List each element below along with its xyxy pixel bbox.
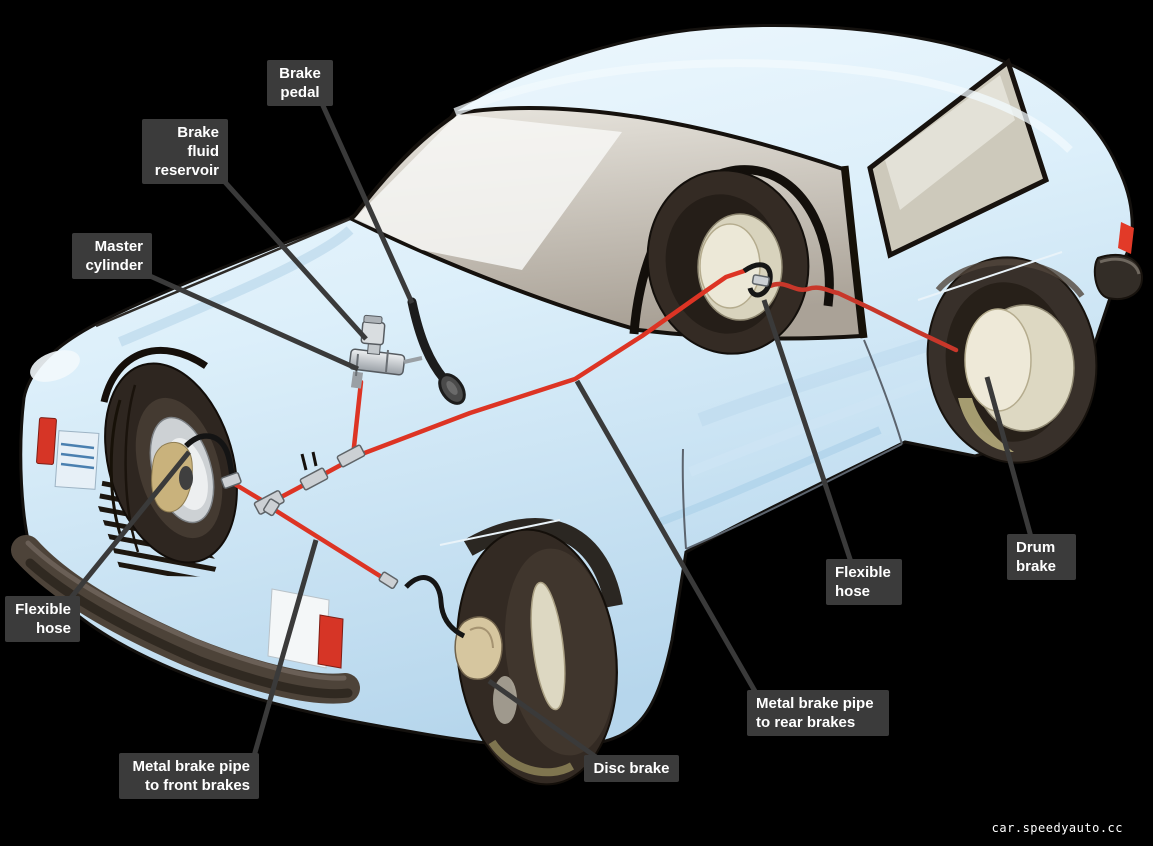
rear-bumper (1093, 253, 1144, 300)
car-body (19, 24, 1134, 749)
pipe-fittings (220, 274, 771, 590)
label-drum-brake: Drum brake (1007, 534, 1076, 581)
front-wheel-arch (100, 347, 208, 403)
pipe-to-disc (267, 504, 391, 584)
label-disc-brake: Disc brake (584, 755, 679, 783)
pipe-master-down (350, 379, 364, 459)
label-master-cylinder: Master cylinder (72, 233, 152, 280)
leader-flexible-hose-rear (761, 299, 854, 563)
front-marker-right (317, 614, 344, 669)
b-pillar (841, 165, 868, 339)
bleed-valves (300, 451, 318, 471)
leader-drum-brake (984, 376, 1034, 538)
headlight (30, 350, 80, 382)
label-metal-brake-pipe-rear: Metal brake pipe to rear brakes (747, 690, 889, 737)
pipe-rear-axle (767, 281, 959, 353)
rear-right-wheel (917, 251, 1098, 464)
rear-quarter-window (867, 57, 1050, 259)
leader-disc-brake (487, 678, 598, 760)
label-flexible-hose-front: Flexible hose (5, 596, 80, 643)
brake-pedal-part (407, 297, 466, 405)
brake-pipes (230, 268, 959, 584)
brake-caliper (454, 616, 503, 680)
leader-master-cylinder (148, 273, 360, 372)
master-cylinder-part (348, 348, 423, 389)
front-marker-left (36, 417, 57, 465)
leader-brake-pedal (317, 97, 415, 305)
front-license-plate (54, 430, 100, 490)
leader-brake-fluid-reservoir (222, 179, 368, 341)
pipe-front-chain (230, 457, 353, 507)
taillight (1118, 222, 1134, 254)
leader-metal-pipe-rear (574, 379, 759, 695)
label-flexible-hose-rear: Flexible hose (826, 559, 902, 606)
front-right-wheel (439, 518, 623, 786)
leader-flexible-hose-front (68, 450, 191, 601)
label-metal-brake-pipe-front: Metal brake pipe to front brakes (119, 753, 259, 800)
watermark: car.speedyauto.cc (991, 821, 1123, 835)
flexible-hose-front-right (404, 575, 466, 639)
leader-metal-pipe-front (251, 539, 319, 757)
flexible-hose-front-left (184, 433, 236, 482)
front-bumper (11, 535, 360, 704)
flexible-hose-rear-drum (742, 262, 773, 298)
pipe-to-rear (351, 268, 747, 460)
roof-highlight (453, 59, 1073, 153)
leader-lines (68, 97, 1034, 760)
label-brake-fluid-reservoir: Brake fluid reservoir (142, 119, 228, 185)
label-brake-pedal: Brake pedal (267, 60, 333, 107)
disc-rotor (530, 581, 566, 711)
